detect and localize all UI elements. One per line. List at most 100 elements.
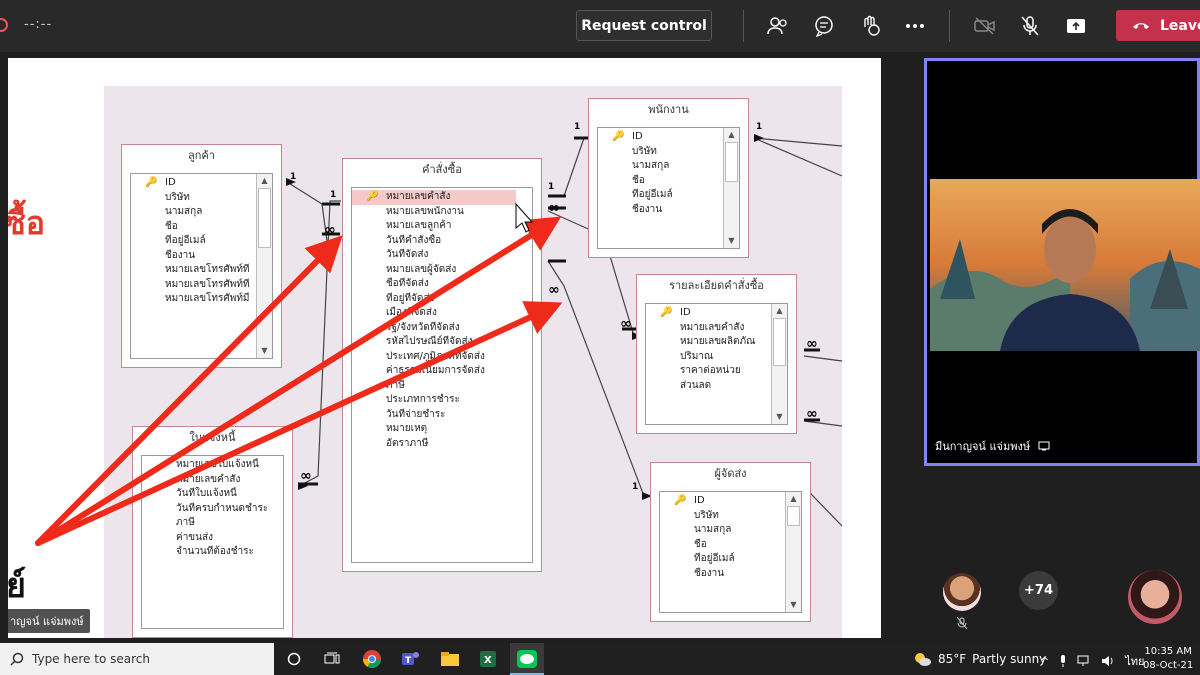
scroll-thumb [787, 506, 800, 526]
scroll-thumb [725, 142, 738, 182]
field-row[interactable]: หมายเลขผลิตภัณ [680, 336, 756, 347]
more-options-icon[interactable] [901, 12, 929, 40]
field-row[interactable]: นามสกุล [632, 160, 670, 171]
field-row[interactable]: หมายเลขคำสั่ง [176, 473, 241, 485]
request-control-button[interactable]: Request control [576, 10, 712, 41]
field-row[interactable]: หมายเลขผู้จัดส่ง [386, 263, 457, 275]
file-explorer-icon[interactable] [438, 647, 462, 671]
toolbar-divider [949, 10, 950, 42]
field-row[interactable]: ชื่องาน [165, 249, 196, 261]
system-tray: ^ ไทย [1040, 652, 1144, 670]
field-row[interactable]: ราคาต่อหน่วย [680, 365, 741, 376]
participant-avatar[interactable] [943, 573, 981, 611]
field-row[interactable]: 🔑ID [612, 131, 643, 142]
scroll-down-icon: ▼ [790, 600, 797, 609]
field-row[interactable]: หมายเหตุ [386, 423, 428, 434]
field-row[interactable]: หมายเลขโทรศัพท์ที่ [165, 264, 250, 275]
table-title: คำสั่งซื้อ [422, 163, 462, 176]
field-row[interactable]: ที่อยู่อีเมล์ [632, 189, 673, 200]
table-shippers[interactable]: ผู้จัดส่ง 🔑ID บริษัท นามสกุล ชื่อ ที่อยู… [650, 462, 811, 622]
field-row[interactable]: บริษัท [632, 145, 657, 157]
scrollbar[interactable]: ▲▼ [771, 304, 787, 424]
field-row[interactable]: ที่อยู่ที่จัดส่ง [386, 292, 435, 304]
field-row[interactable]: บริษัท [694, 509, 719, 521]
taskbar-search[interactable]: Type here to search [0, 643, 274, 675]
field-row[interactable]: หมายเลขใบแจ้งหนี้ [176, 459, 259, 470]
table-customers[interactable]: ลูกค้า 🔑ID บริษัท นามสกุล ชื่อ ที่อยู่อี… [121, 144, 282, 368]
scrollbar[interactable]: ▲▼ [723, 128, 739, 248]
leave-button[interactable]: Leave [1116, 10, 1200, 41]
field-row[interactable]: อัตราภาษี [386, 437, 429, 449]
field-row[interactable]: หมายเลขโทรศัพท์ที่ [165, 278, 250, 290]
rel-one-label: 1 [756, 122, 763, 132]
field-row[interactable]: หมายเลขโทรศัพท์มื [165, 293, 250, 304]
excel-icon[interactable]: X [476, 647, 500, 671]
chat-icon[interactable] [810, 12, 838, 40]
field-row[interactable]: นามสกุล [694, 524, 732, 535]
network-icon[interactable] [1077, 655, 1091, 667]
teams-icon[interactable]: T [398, 647, 422, 671]
volume-icon[interactable] [1101, 655, 1115, 667]
field-row[interactable]: ชื่องาน [632, 203, 663, 215]
field-row[interactable]: ที่อยู่อีเมล์ [694, 553, 735, 564]
table-orders[interactable]: คำสั่งซื้อ 🔑หมายเลขคำสั่ง หมายเลขพนักงาน… [342, 158, 542, 572]
field-row[interactable]: ประเภทการชำระ [386, 394, 460, 405]
taskbar-clock[interactable]: 10:35 AM 08-Oct-21 [1143, 645, 1193, 673]
field-row[interactable]: ค่าขนส่ง [176, 531, 213, 543]
raise-hand-icon[interactable] [856, 12, 884, 40]
participant-avatar[interactable] [1128, 570, 1182, 624]
task-view-icon[interactable] [320, 647, 344, 671]
field-list: 🔑ID บริษัท นามสกุล ชื่อ ที่อยู่อีเมล์ ชื… [659, 491, 802, 613]
chevron-up-icon[interactable]: ^ [1040, 654, 1050, 668]
presenter-video[interactable]: มีนกาญจน์ แจ่มพงษ์ [924, 58, 1200, 466]
field-row[interactable]: ส่วนลด [680, 379, 712, 391]
line-icon[interactable] [515, 647, 539, 671]
field-row[interactable]: วันที่ใบแจ้งหนี้ [176, 488, 237, 499]
field-row[interactable]: นามสกุล [165, 206, 203, 217]
field-row[interactable]: ที่อยู่อีเมล์ [165, 235, 206, 246]
field-row[interactable]: วันที่จัดส่ง [386, 249, 429, 260]
field-row[interactable]: 🔑ID [145, 177, 176, 188]
field-row[interactable]: ชื่อ [694, 538, 707, 550]
field-row[interactable]: วันที่จ่ายชำระ [386, 408, 446, 420]
cortana-icon[interactable] [282, 647, 306, 671]
field-row[interactable]: บริษัท [165, 191, 190, 203]
field-row[interactable]: ชื่อ [632, 174, 645, 186]
people-icon[interactable] [764, 12, 792, 40]
table-employees[interactable]: พนักงาน 🔑ID บริษัท นามสกุล ชื่อ ที่อยู่อ… [588, 98, 749, 258]
input-language[interactable]: ไทย [1125, 655, 1145, 668]
field-row[interactable]: หมายเลขลูกค้า [386, 220, 452, 231]
field-row[interactable]: ชื่องาน [694, 567, 725, 579]
microphone-icon[interactable] [1059, 655, 1067, 667]
weather-widget[interactable]: 85°F Partly sunny [912, 651, 1046, 667]
field-row[interactable]: วันที่คำสั่งซื้อ [386, 234, 442, 246]
field-row[interactable]: ประเทศ/ภูมิภาคที่จัดส่ง [386, 350, 485, 362]
chrome-icon[interactable] [360, 647, 384, 671]
mic-off-icon[interactable] [1016, 12, 1044, 40]
field-row[interactable]: วันที่ครบกำหนดชำระ [176, 502, 267, 514]
field-row[interactable]: รหัสไปรษณีย์ที่จัดส่ง [386, 336, 473, 347]
field-row[interactable]: ชื่อที่จัดส่ง [386, 278, 429, 289]
field-row[interactable]: ชื่อ [165, 220, 178, 232]
field-row[interactable]: หมายเลขคำสั่ง [680, 321, 745, 333]
share-screen-icon[interactable] [1062, 12, 1090, 40]
more-participants-button[interactable]: +74 [1019, 571, 1058, 610]
field-row[interactable]: ภาษี [386, 379, 405, 391]
field-row[interactable]: จำนวนที่ต้องชำระ [176, 546, 254, 557]
field-row[interactable]: ปริมาณ [680, 350, 714, 362]
field-row[interactable]: 🔑หมายเลขคำสั่ง [352, 190, 516, 205]
rel-many-label: ∞ [324, 222, 336, 238]
camera-off-icon[interactable] [971, 12, 999, 40]
scrollbar[interactable]: ▲▼ [785, 492, 801, 612]
rel-many-label: ∞ [620, 316, 632, 332]
field-row[interactable]: ค่าธรรมเนียมการจัดส่ง [386, 365, 485, 376]
field-row[interactable]: รัฐ/จังหวัดที่จัดส่ง [386, 321, 460, 333]
screen-share-status-icon [1038, 441, 1050, 451]
field-row[interactable]: 🔑ID [660, 307, 691, 318]
rel-one-label: 1 [330, 190, 337, 200]
field-row[interactable]: ภาษี [176, 517, 195, 528]
field-row[interactable]: 🔑ID [674, 495, 705, 506]
table-order-details[interactable]: รายละเอียดคำสั่งซื้อ 🔑ID หมายเลขคำสั่ง ห… [636, 274, 797, 434]
mouse-cursor-icon [515, 202, 534, 233]
field-row[interactable]: หมายเลขพนักงาน [386, 205, 464, 217]
